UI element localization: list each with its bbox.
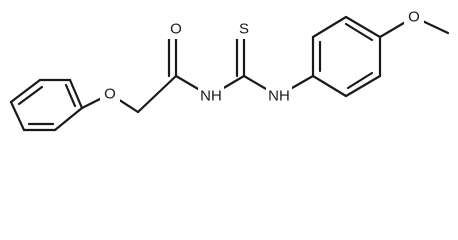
bond — [344, 15, 382, 39]
bond — [53, 106, 84, 132]
amine-nitrogen-label: NH — [268, 88, 290, 105]
atom-label-carbonyl-oxygen: O — [166, 19, 186, 39]
bond — [311, 15, 348, 39]
amide-nitrogen-label: NH — [200, 88, 222, 105]
aromatic-double-bond — [64, 83, 77, 108]
ether-oxygen-label: O — [104, 86, 116, 103]
atom-label-amide-nitrogen: NH — [198, 86, 224, 106]
sulfur-label: S — [239, 21, 249, 38]
atom-label-thio-sulfur: S — [234, 19, 254, 39]
bond — [9, 100, 26, 132]
bond — [68, 78, 84, 110]
carbonyl-oxygen-label: O — [170, 21, 182, 38]
bond — [9, 78, 42, 104]
bond — [136, 74, 178, 114]
atom-label-amine-nitrogen: NH — [266, 86, 292, 106]
bond — [344, 74, 382, 98]
phenyl-ring-left — [9, 78, 84, 132]
aromatic-double-bond — [17, 85, 44, 106]
chemical-structure-diagram: O O NH S NH O — [9, 7, 450, 132]
bond — [311, 74, 348, 98]
thiourea-core — [208, 34, 315, 98]
atom-label-ether-oxygen: O — [100, 84, 120, 104]
aromatic-double-bond — [344, 22, 374, 42]
phenyl-ring-right — [311, 15, 382, 98]
methoxy-oxygen-label: O — [408, 9, 420, 26]
atom-label-methoxy-oxygen: O — [404, 7, 424, 27]
aromatic-double-bond — [346, 71, 374, 90]
